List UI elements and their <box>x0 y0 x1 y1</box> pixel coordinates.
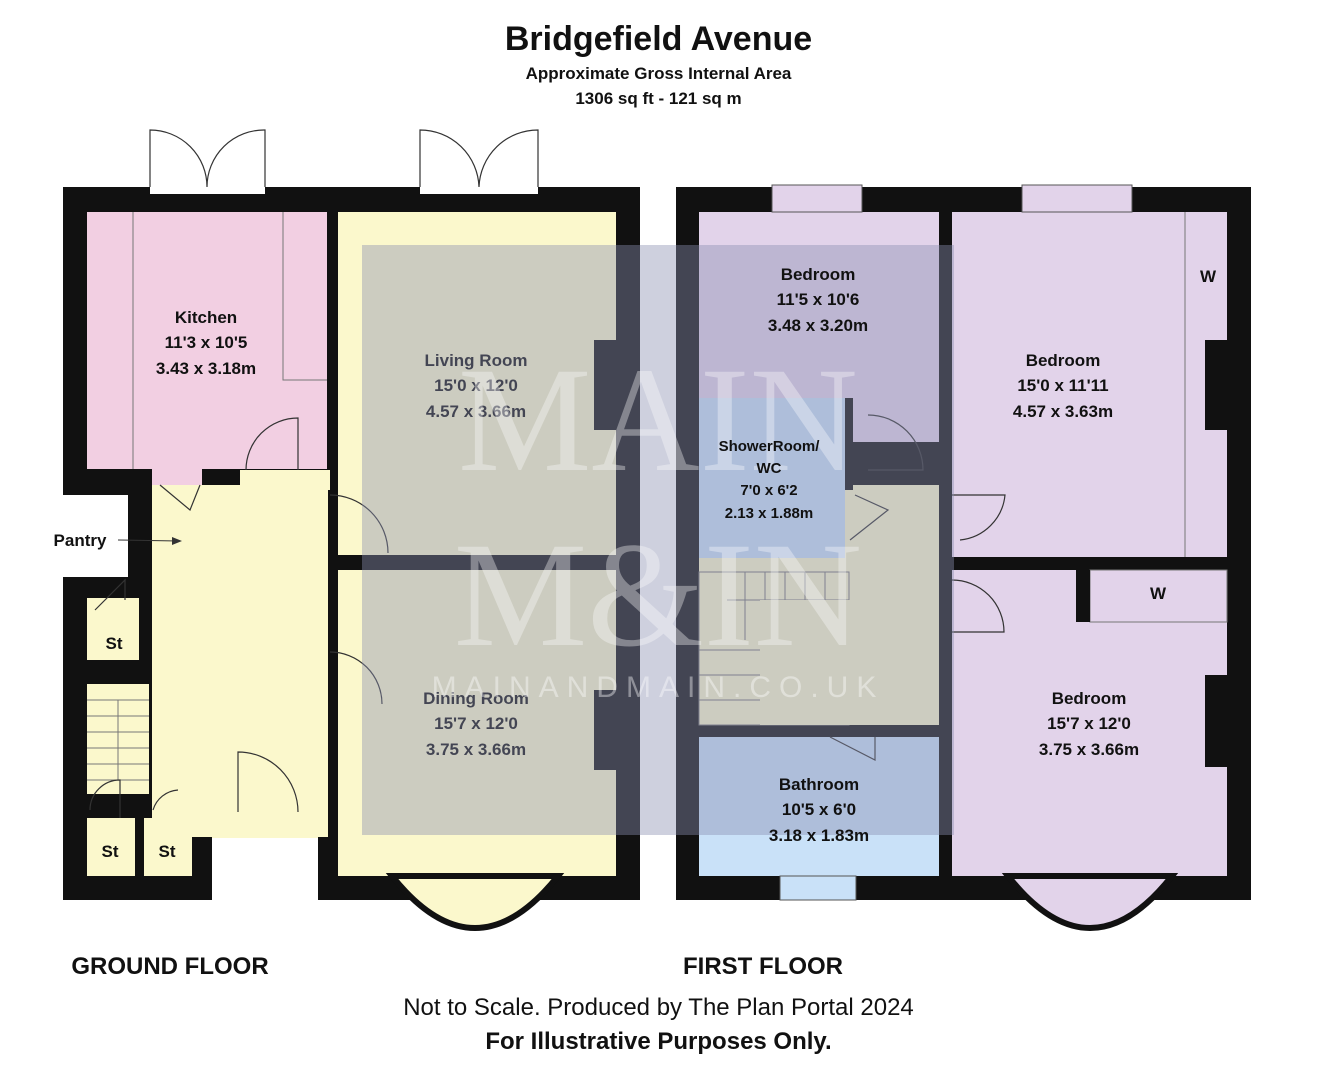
watermark-line2: M&IN <box>454 512 862 678</box>
store-room <box>87 598 139 660</box>
living-room-metric: 4.57 x 3.66m <box>426 402 526 421</box>
dining-room-metric: 3.75 x 3.66m <box>426 740 526 759</box>
bedroom-1-metric: 3.48 x 3.20m <box>768 316 868 335</box>
bedroom-2-name: Bedroom <box>1026 351 1101 370</box>
dining-room <box>338 570 616 876</box>
store-room <box>144 818 192 876</box>
store-label: St <box>159 842 176 861</box>
shower-room-name: ShowerRoom/ <box>719 438 821 455</box>
kitchen-imperial: 11'3 x 10'5 <box>165 333 248 352</box>
shower-room <box>699 398 845 558</box>
watermark-url: MAINANDMAIN.CO.UK <box>432 671 885 704</box>
bedroom-3-name: Bedroom <box>1052 689 1127 708</box>
footer-note: Not to Scale. Produced by The Plan Porta… <box>403 994 914 1021</box>
shower-room-metric: 2.13 x 1.88m <box>725 505 813 522</box>
watermark-line1: MAIN <box>458 337 858 503</box>
bathroom-name: Bathroom <box>779 775 859 794</box>
kitchen-metric: 3.43 x 3.18m <box>156 359 256 378</box>
dining-room-name: Dining Room <box>423 689 529 708</box>
living-room <box>338 212 616 555</box>
store-room <box>87 818 135 876</box>
bedroom-2-metric: 4.57 x 3.63m <box>1013 402 1113 421</box>
porch-recess <box>212 838 318 902</box>
bathroom-metric: 3.18 x 1.83m <box>769 826 869 845</box>
watermark: MAIN M&IN MAINANDMAIN.CO.UK <box>362 245 954 835</box>
kitchen-name: Kitchen <box>175 308 237 327</box>
pantry-notch <box>0 495 128 577</box>
kitchen-room <box>87 212 327 469</box>
plan-subtitle: Approximate Gross Internal Area <box>525 64 792 83</box>
ground-floor-label: GROUND FLOOR <box>71 953 268 980</box>
living-room-imperial: 15'0 x 12'0 <box>434 376 518 395</box>
footer-disclaimer: For Illustrative Purposes Only. <box>485 1028 832 1055</box>
bedroom-room <box>952 212 1227 557</box>
store-label: St <box>102 842 119 861</box>
living-room-name: Living Room <box>425 351 528 370</box>
first-floor-label: FIRST FLOOR <box>683 953 843 980</box>
bedroom-1-imperial: 11'5 x 10'6 <box>777 290 860 309</box>
bedroom-3-imperial: 15'7 x 12'0 <box>1047 714 1131 733</box>
store-label: St <box>106 634 123 653</box>
pantry-label: Pantry <box>54 531 107 550</box>
plan-title: Bridgefield Avenue <box>504 20 813 58</box>
plan-area: 1306 sq ft - 121 sq m <box>575 89 742 108</box>
hall-room <box>152 485 328 837</box>
wardrobe-label: W <box>1200 267 1217 286</box>
ground-floor-plan: Kitchen 11'3 x 10'5 3.43 x 3.18m Living … <box>0 129 700 931</box>
bathroom-room <box>699 737 939 876</box>
bathroom-imperial: 10'5 x 6'0 <box>782 800 856 819</box>
shower-room-name-2: WC <box>757 460 782 477</box>
bedroom-1-name: Bedroom <box>781 265 856 284</box>
shower-room-imperial: 7'0 x 6'2 <box>740 482 797 499</box>
bedroom-3-metric: 3.75 x 3.66m <box>1039 740 1139 759</box>
dining-room-imperial: 15'7 x 12'0 <box>434 714 518 733</box>
bedroom-2-imperial: 15'0 x 11'11 <box>1017 376 1108 395</box>
first-floor-plan: MAIN M&IN MAINANDMAIN.CO.UK Bedroom 11'5… <box>362 184 1251 931</box>
wardrobe-label: W <box>1150 584 1167 603</box>
